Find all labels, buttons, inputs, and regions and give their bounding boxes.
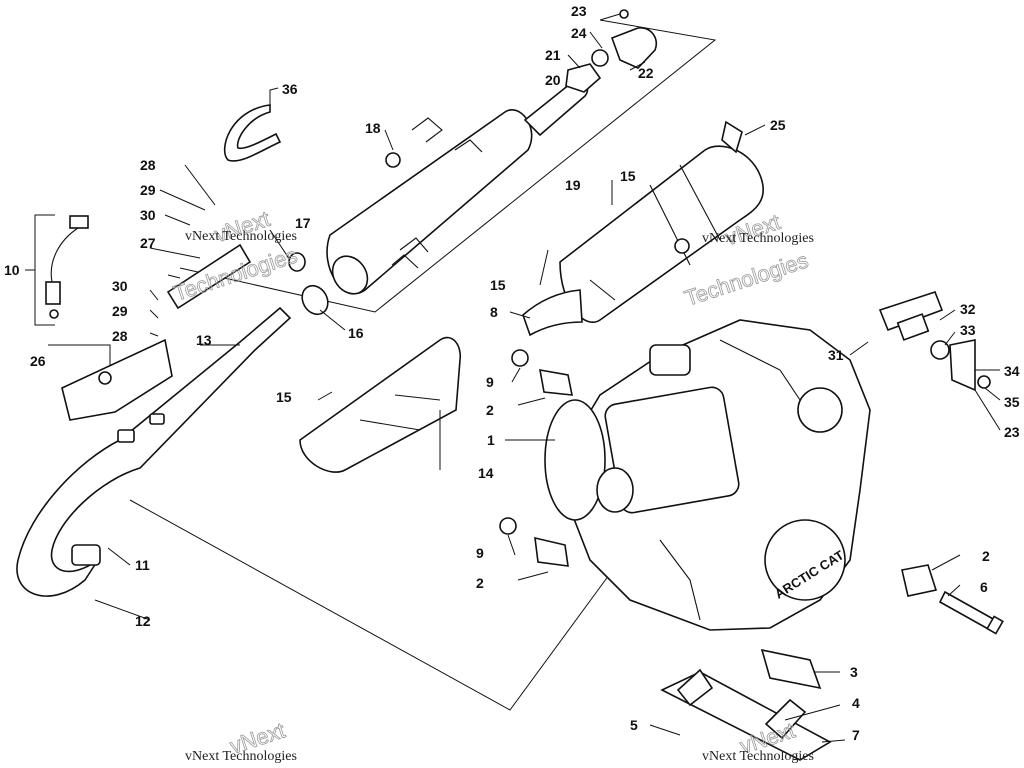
watermark-line: vNext Technologies — [702, 749, 814, 764]
callout-23: 23 — [1004, 424, 1020, 440]
part-4-bracket — [660, 668, 832, 761]
callout-20: 20 — [545, 72, 561, 88]
part-21-gasket — [565, 63, 602, 93]
part-16-clamp — [288, 252, 329, 316]
callout-35: 35 — [1004, 394, 1020, 410]
part-6-bolt — [938, 590, 1004, 635]
callout-9: 9 — [486, 374, 494, 390]
callout-17: 17 — [295, 215, 311, 231]
callout-30: 30 — [140, 207, 156, 223]
callout-8: 8 — [490, 304, 498, 320]
callout-24: 24 — [571, 25, 587, 41]
callout-16: 16 — [348, 325, 364, 341]
callout-4: 4 — [852, 695, 860, 711]
part-27-guard — [166, 243, 252, 310]
callout-32: 32 — [960, 301, 976, 317]
callout-29: 29 — [140, 182, 156, 198]
part-rear-mount — [878, 291, 991, 392]
watermark-line: vNext Technologies — [702, 231, 814, 246]
callout-15: 15 — [276, 389, 292, 405]
callout-33: 33 — [960, 322, 976, 338]
part-14-shield-plate — [299, 336, 462, 473]
callout-23: 23 — [571, 3, 587, 19]
part-1-engine: ARCTIC CAT — [544, 319, 871, 631]
callout-15: 15 — [490, 277, 506, 293]
callout-26: 26 — [30, 353, 46, 369]
watermark-word: Technologies — [681, 247, 811, 310]
callout-2: 2 — [476, 575, 484, 591]
part-3-mount — [760, 648, 822, 690]
callout-2: 2 — [486, 402, 494, 418]
callout-18: 18 — [365, 120, 381, 136]
callout-11: 11 — [135, 557, 150, 573]
part-2-mount-right — [901, 564, 938, 597]
callout-15: 15 — [620, 168, 636, 184]
callout-27: 27 — [140, 235, 156, 251]
part-18-grommet — [384, 129, 401, 168]
part-2-mount-upper — [511, 349, 573, 396]
part-8-shield — [522, 289, 583, 337]
callout-30: 30 — [112, 278, 128, 294]
callout-34: 34 — [1004, 363, 1020, 379]
part-36-strap — [223, 87, 282, 162]
callout-10: 10 — [4, 262, 20, 278]
callout-12: 12 — [135, 613, 151, 629]
callout-9: 9 — [476, 545, 484, 561]
part-26-bracket — [61, 338, 173, 443]
callout-28: 28 — [140, 157, 156, 173]
callout-7: 7 — [852, 727, 860, 743]
leader-lines — [25, 13, 1001, 743]
callout-21: 21 — [545, 47, 561, 63]
watermark-line: vNext Technologies — [185, 229, 297, 244]
callout-1: 1 — [487, 432, 495, 448]
callout-36: 36 — [282, 81, 298, 97]
part-19-muffler — [326, 109, 533, 295]
callout-2: 2 — [982, 548, 990, 564]
part-10-sensor — [45, 215, 89, 319]
callout-14: 14 — [478, 465, 494, 481]
callout-25: 25 — [770, 117, 786, 133]
callout-22: 22 — [638, 65, 654, 81]
part-22-outlet — [591, 9, 657, 69]
part-13-header-pipe — [16, 306, 292, 597]
callout-19: 19 — [565, 177, 581, 193]
callout-6: 6 — [980, 579, 988, 595]
part-2-mount-lower — [499, 517, 569, 567]
callout-labels: 1 2 2 2 3 4 5 6 7 8 9 9 10 11 12 13 14 1… — [4, 3, 1020, 743]
callout-5: 5 — [630, 717, 638, 733]
callout-29: 29 — [112, 303, 128, 319]
watermark-line: vNext Technologies — [185, 749, 297, 764]
callout-28: 28 — [112, 328, 128, 344]
callout-3: 3 — [850, 664, 858, 680]
callout-31: 31 — [828, 347, 844, 363]
callout-13: 13 — [196, 332, 212, 348]
